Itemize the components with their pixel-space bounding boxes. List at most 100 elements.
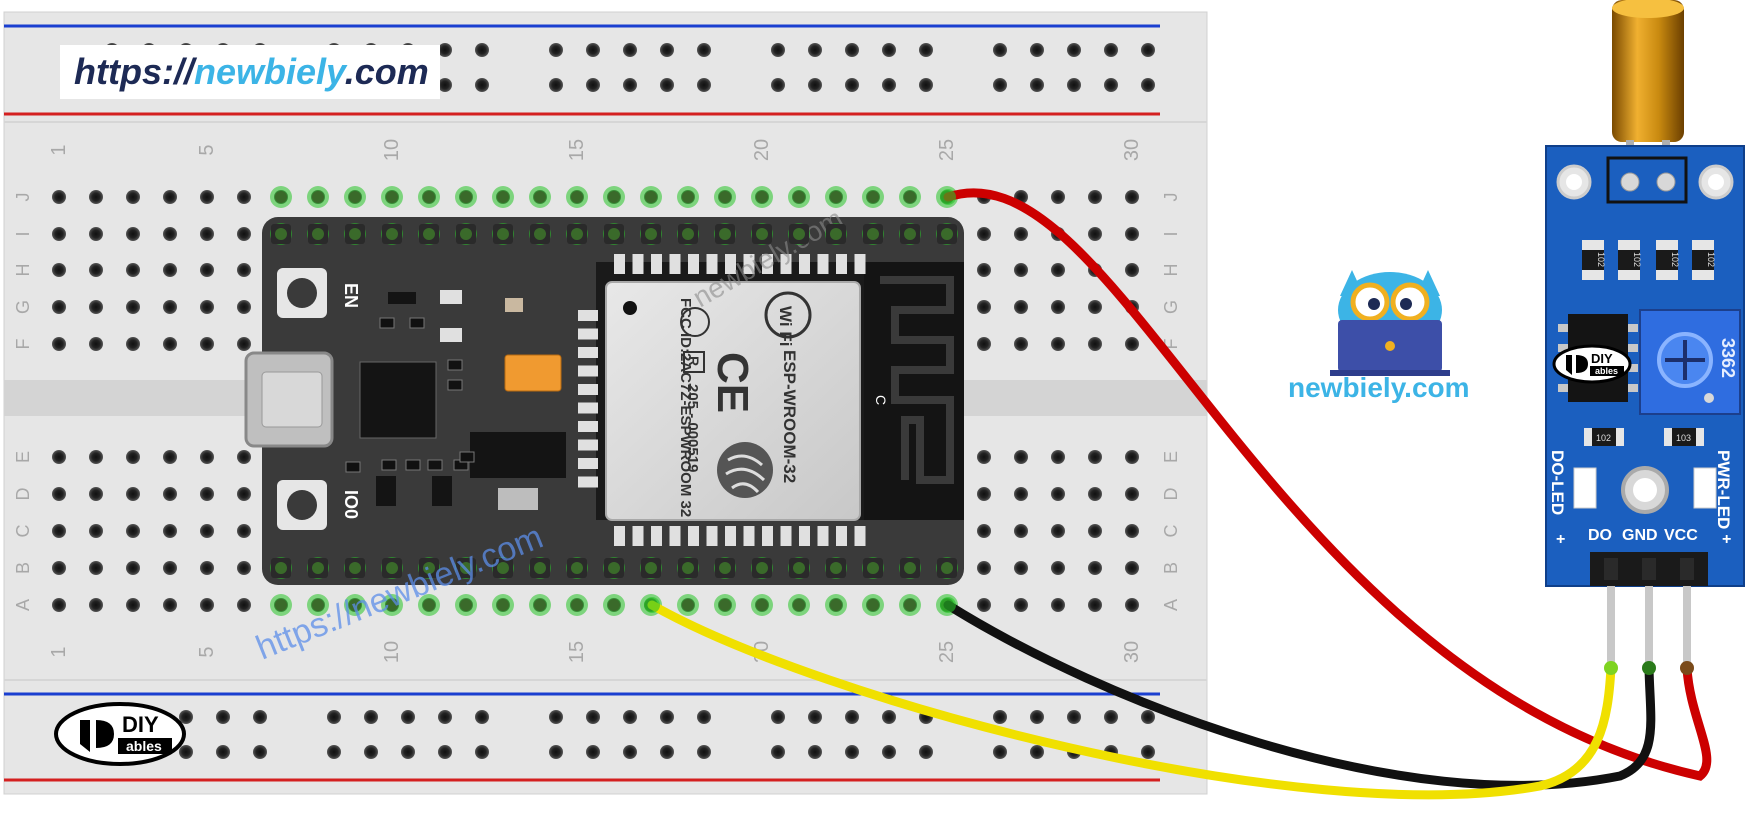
rail-hole [845, 745, 859, 759]
rail-hole [660, 745, 674, 759]
breadboard-hole [52, 598, 66, 612]
module-pad-left [578, 476, 598, 488]
row-letter: J [13, 193, 33, 202]
antenna-mark: C [873, 395, 889, 405]
header-pin [460, 228, 472, 240]
breadboard-hole [1125, 487, 1139, 501]
module-pad-left [578, 310, 598, 321]
column-number: 25 [936, 139, 958, 161]
breadboard-hole [1125, 337, 1139, 351]
header-pin [645, 191, 657, 203]
rail-hole [845, 710, 859, 724]
tilt-switch-footprint [1606, 156, 1688, 204]
rail-hole [882, 43, 896, 57]
breadboard-hole [163, 598, 177, 612]
module-pad-left [578, 347, 598, 358]
rail-hole [808, 745, 822, 759]
breadboard-hole [1051, 337, 1065, 351]
breadboard-hole [126, 337, 140, 351]
header-pin [275, 228, 287, 240]
rail-hole [327, 710, 341, 724]
column-number: 5 [196, 144, 218, 155]
breadboard-hole [1014, 561, 1028, 575]
smd-component [447, 379, 463, 391]
header-pin [904, 228, 916, 240]
breadboard-hole [52, 524, 66, 538]
column-number: 10 [381, 139, 403, 161]
rf-shield [605, 281, 861, 521]
header-pin [312, 599, 324, 611]
pin-label-gnd: GND [1622, 527, 1658, 544]
module-pad-bottom [725, 526, 736, 546]
row-letter: J [1161, 193, 1181, 202]
sensor-resistor-h-body [1592, 428, 1616, 446]
rail-hole [1067, 710, 1081, 724]
rail-hole [475, 43, 489, 57]
rail-hole [660, 78, 674, 92]
header-pin [497, 228, 509, 240]
header-pin [904, 191, 916, 203]
header-pin [682, 599, 694, 611]
breadboard-hole [1014, 227, 1028, 241]
breadboard-hole [977, 300, 991, 314]
breadboard-hole [126, 263, 140, 277]
header-pin [571, 562, 583, 574]
header-pin [312, 562, 324, 574]
rail-hole [586, 43, 600, 57]
ic-leg [1558, 344, 1568, 352]
ic-leg [1558, 384, 1568, 392]
breadboard-hole [89, 450, 103, 464]
rail-hole [808, 43, 822, 57]
header-pin [941, 562, 953, 574]
breadboard-hole [1051, 300, 1065, 314]
rail-hole [808, 78, 822, 92]
sensor-resistor-body [1656, 250, 1678, 270]
header-pin [719, 191, 731, 203]
header-pin [682, 562, 694, 574]
rail-hole [919, 745, 933, 759]
pcb-antenna-trace [880, 276, 954, 484]
rail-hole [771, 43, 785, 57]
header-pin [423, 562, 435, 574]
header-pin [460, 191, 472, 203]
breadboard-hole [163, 190, 177, 204]
rail-hole [1030, 745, 1044, 759]
header-pin [830, 599, 842, 611]
center-mount-hole-inner [1633, 478, 1657, 502]
io0-button-cap [287, 490, 317, 520]
telec-mark-icon [680, 307, 710, 337]
header-pin [756, 562, 768, 574]
breadboard-hole [1088, 598, 1102, 612]
sensor-resistor-code: 102 [1596, 252, 1606, 267]
breadboard-hole [126, 524, 140, 538]
cert-number: 205 - 000519 [684, 384, 701, 472]
breadboard-hole [977, 450, 991, 464]
module-pad-bottom [836, 526, 847, 546]
breadboard-hole [89, 300, 103, 314]
sensor-pin-vcc [1683, 586, 1691, 668]
rail-hole [697, 43, 711, 57]
sensor-resistor-body [1618, 250, 1640, 270]
ic-leg [1628, 344, 1638, 352]
column-number: 30 [1121, 641, 1143, 663]
pin-label-do: DO [1588, 527, 1612, 544]
breadboard-hole [1125, 450, 1139, 464]
breadboard-hole [977, 598, 991, 612]
wifi-logo-icon [764, 291, 812, 339]
column-number: 15 [566, 641, 588, 663]
tantalum-capacitor [504, 354, 562, 392]
header-pin [423, 228, 435, 240]
module-pad-bottom [651, 526, 662, 546]
header-pin [312, 228, 324, 240]
header-pin [386, 599, 398, 611]
url-banner: https://newbiely.com [60, 45, 440, 99]
header-pin [534, 599, 546, 611]
breadboard-hole [52, 263, 66, 277]
breadboard-hole [1051, 561, 1065, 575]
rail-hole [623, 710, 637, 724]
header-pin [349, 191, 361, 203]
breadboard-hole [237, 598, 251, 612]
breadboard-hole [1088, 487, 1102, 501]
ic-leg [1628, 384, 1638, 392]
rail-hole [1030, 43, 1044, 57]
